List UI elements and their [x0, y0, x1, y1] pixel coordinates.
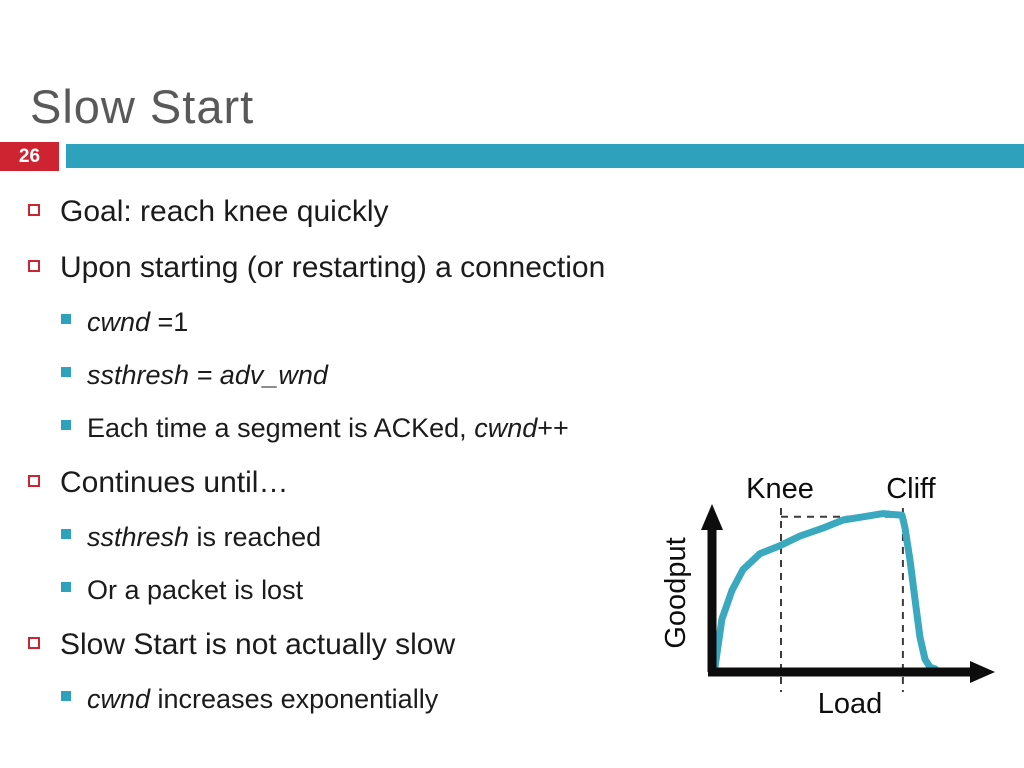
y-axis-arrow-icon	[701, 504, 723, 530]
list-item: ssthresh is reached	[61, 520, 668, 554]
list-item: cwnd increases exponentially	[61, 682, 668, 716]
bullet-square-teal-icon	[61, 420, 71, 430]
cliff-annotation-label: Cliff	[886, 473, 936, 505]
bullet-text: cwnd increases exponentially	[87, 684, 439, 714]
x-axis-arrow-icon	[970, 661, 995, 683]
accent-bar	[66, 144, 1024, 168]
bullet-text: Upon starting (or restarting) a connecti…	[60, 251, 606, 284]
bullet-square-red-icon	[28, 475, 40, 487]
slide-number: 26	[18, 145, 41, 167]
bullet-text: Slow Start is not actually slow	[60, 628, 456, 661]
slide-number-badge: 26	[0, 142, 59, 171]
bullet-square-teal-icon	[61, 529, 71, 539]
bullet-square-teal-icon	[61, 314, 71, 324]
list-item: Upon starting (or restarting) a connecti…	[28, 249, 668, 286]
list-item: Slow Start is not actually slow	[28, 626, 668, 663]
bullet-text: Or a packet is lost	[87, 575, 304, 605]
bullet-text: ssthresh = adv_wnd	[87, 360, 328, 390]
page-title: Slow Start	[30, 80, 255, 134]
y-axis-label: Goodput	[660, 537, 692, 648]
bullet-square-teal-icon	[61, 691, 71, 701]
goodput-load-chart: Knee Cliff Goodput Load	[660, 473, 995, 720]
bullet-square-teal-icon	[61, 582, 71, 592]
bullet-square-red-icon	[28, 204, 40, 216]
list-item: cwnd =1	[61, 305, 668, 339]
bullet-text: Each time a segment is ACKed, cwnd++	[87, 413, 569, 443]
list-item: Or a packet is lost	[61, 573, 668, 607]
list-item: Continues until…	[28, 464, 668, 501]
list-item: Each time a segment is ACKed, cwnd++	[61, 411, 668, 445]
x-axis-label: Load	[818, 688, 883, 720]
list-item: Goal: reach knee quickly	[28, 193, 668, 230]
bullet-text: Continues until…	[60, 466, 289, 499]
bullet-square-red-icon	[28, 637, 40, 649]
bullet-square-teal-icon	[61, 367, 71, 377]
bullet-text: Goal: reach knee quickly	[60, 195, 389, 228]
knee-annotation-label: Knee	[746, 473, 814, 505]
bullet-square-red-icon	[28, 260, 40, 272]
list-item: ssthresh = adv_wnd	[61, 358, 668, 392]
bullet-text: ssthresh is reached	[87, 522, 322, 552]
goodput-curve	[710, 510, 939, 676]
bullet-text: cwnd =1	[87, 307, 189, 337]
